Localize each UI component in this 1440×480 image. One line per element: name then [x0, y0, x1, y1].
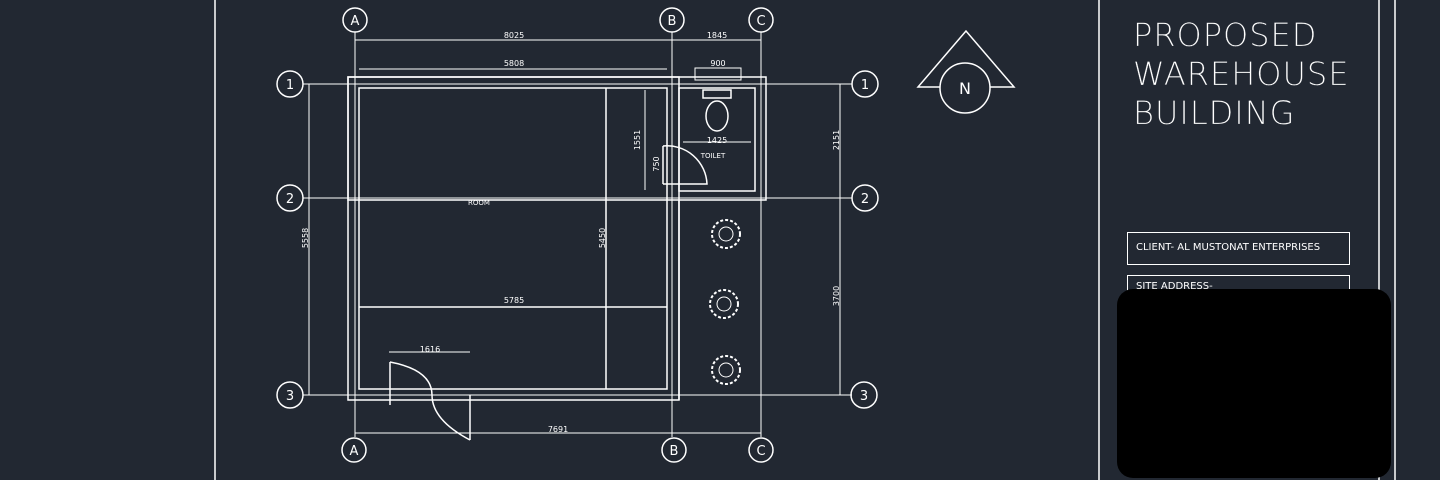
dim-door-750: 750 [652, 156, 661, 171]
video-overlay: 😎 [1117, 289, 1391, 478]
svg-text:3: 3 [286, 389, 294, 404]
grid-bubble-right-3: 3 [850, 381, 878, 409]
grid-lines [303, 32, 852, 437]
svg-text:A: A [351, 14, 360, 29]
grid-bubble-right-1: 1 [851, 70, 879, 98]
shrub-icon [711, 219, 741, 249]
dim-right-lower: 3700 [832, 286, 841, 306]
main-door-swing [389, 361, 471, 441]
sunglasses-emoji-icon: 😎 [1203, 327, 1305, 440]
svg-text:2: 2 [286, 192, 294, 207]
toilet-fixture-icon [702, 89, 732, 132]
grid-bubble-left-2: 2 [276, 184, 304, 212]
building-walls [347, 76, 767, 401]
dim-room-width: 5785 [504, 296, 524, 305]
toilet-label: TOILET [700, 152, 726, 160]
grid-bubble-bottom-c: C [748, 437, 774, 463]
project-title: PROPOSED WAREHOUSE BUILDING [1133, 16, 1350, 132]
dim-inner-vertical: 5450 [598, 228, 607, 248]
svg-text:3: 3 [860, 389, 868, 404]
grid-bubble-left-3: 3 [276, 381, 304, 409]
dim-left-total: 5558 [301, 228, 310, 248]
dimension-lines [308, 39, 841, 434]
dim-bottom-total: 7691 [548, 425, 568, 434]
grid-bubble-left-1: 1 [276, 70, 304, 98]
dim-toilet-height: 1551 [633, 130, 642, 150]
grid-bubble-top-b: B [659, 7, 685, 33]
svg-text:2: 2 [861, 192, 869, 207]
room-label: ROOM [468, 199, 490, 207]
dim-inner-top: 5808 [504, 59, 524, 68]
dim-top-bc: 1845 [707, 31, 727, 40]
north-arrow-icon: N [916, 29, 1016, 114]
shrub-icon [709, 289, 739, 319]
shrub-icon [711, 355, 741, 385]
grid-bubble-right-2: 2 [851, 184, 879, 212]
dim-toilet-width: 900 [710, 59, 725, 68]
svg-text:1: 1 [861, 78, 869, 93]
dim-right-upper: 2151 [832, 130, 841, 150]
dim-top-ab: 8025 [504, 31, 524, 40]
grid-bubble-top-c: C [748, 7, 774, 33]
svg-text:A: A [350, 444, 359, 459]
svg-text:1: 1 [286, 78, 294, 93]
north-label: N [959, 79, 971, 98]
svg-text:C: C [756, 14, 765, 29]
grid-bubble-bottom-a: A [341, 437, 367, 463]
grid-bubble-bottom-b: B [661, 437, 687, 463]
toilet-door-swing [662, 145, 708, 185]
svg-text:C: C [756, 444, 765, 459]
client-field: CLIENT- AL MUSTONAT ENTERPRISES [1127, 232, 1350, 265]
svg-text:B: B [668, 14, 677, 29]
dim-door-width: 1616 [420, 345, 440, 354]
dim-toilet-door: 1425 [707, 136, 727, 145]
grid-bubble-top-a: A [342, 7, 368, 33]
svg-text:B: B [670, 444, 679, 459]
